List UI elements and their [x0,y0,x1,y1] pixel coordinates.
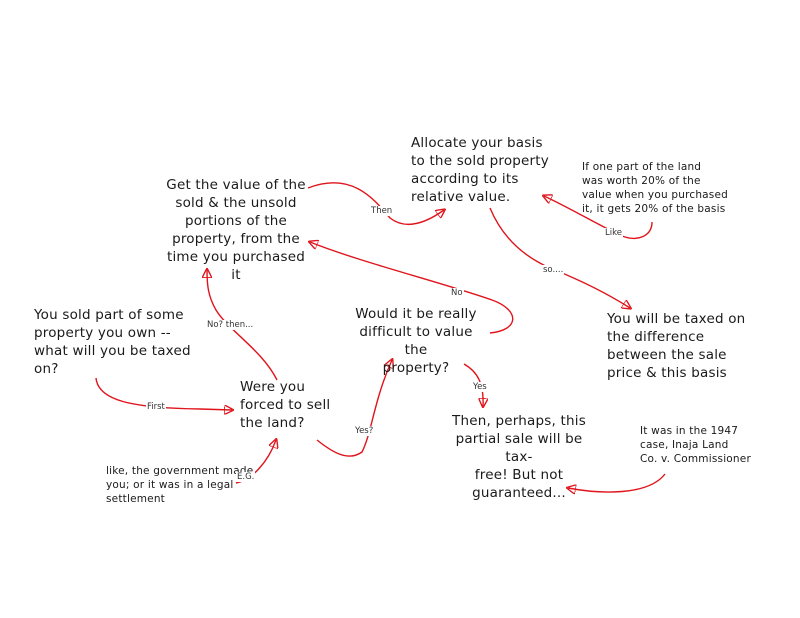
edge-yes [463,363,483,406]
node-case-citation: It was in the 1947 case, Inaja Land Co. … [640,425,751,465]
edge-no-then [207,270,278,381]
edge-label-eg: E.G. [236,472,256,482]
edge-label-like: Like [604,228,623,238]
node-start: You sold part of some property you own -… [34,307,191,377]
node-tax-free: Then, perhaps, this partial sale will be… [452,413,586,501]
edge-so [489,207,630,308]
edge-label-first: First [146,402,166,412]
edge-label-then: Then [370,206,394,216]
edge-label-no-then: No? then... [206,320,255,330]
edge-yes-question [316,360,392,457]
node-difficult-to-value: Would it be really difficult to value th… [355,306,477,376]
edge-case [568,473,666,492]
node-allocate-basis: Allocate your basis to the sold property… [411,135,549,205]
edge-label-so: so.... [542,265,565,275]
edge-label-yes: Yes [472,382,488,392]
node-taxed-difference: You will be taxed on the difference betw… [607,311,746,381]
node-like-example: If one part of the land was worth 20% of… [582,161,729,215]
node-example-forced: like, the government made you; or it was… [106,465,254,505]
node-forced-to-sell: Were you forced to sell the land? [240,379,331,431]
edge-first [95,377,232,410]
edge-no [310,242,514,334]
edge-label-yes-question: Yes? [354,426,375,436]
edge-then [307,182,444,226]
node-get-value: Get the value of the sold & the unsold p… [166,177,306,283]
edge-label-no: No [450,288,464,298]
